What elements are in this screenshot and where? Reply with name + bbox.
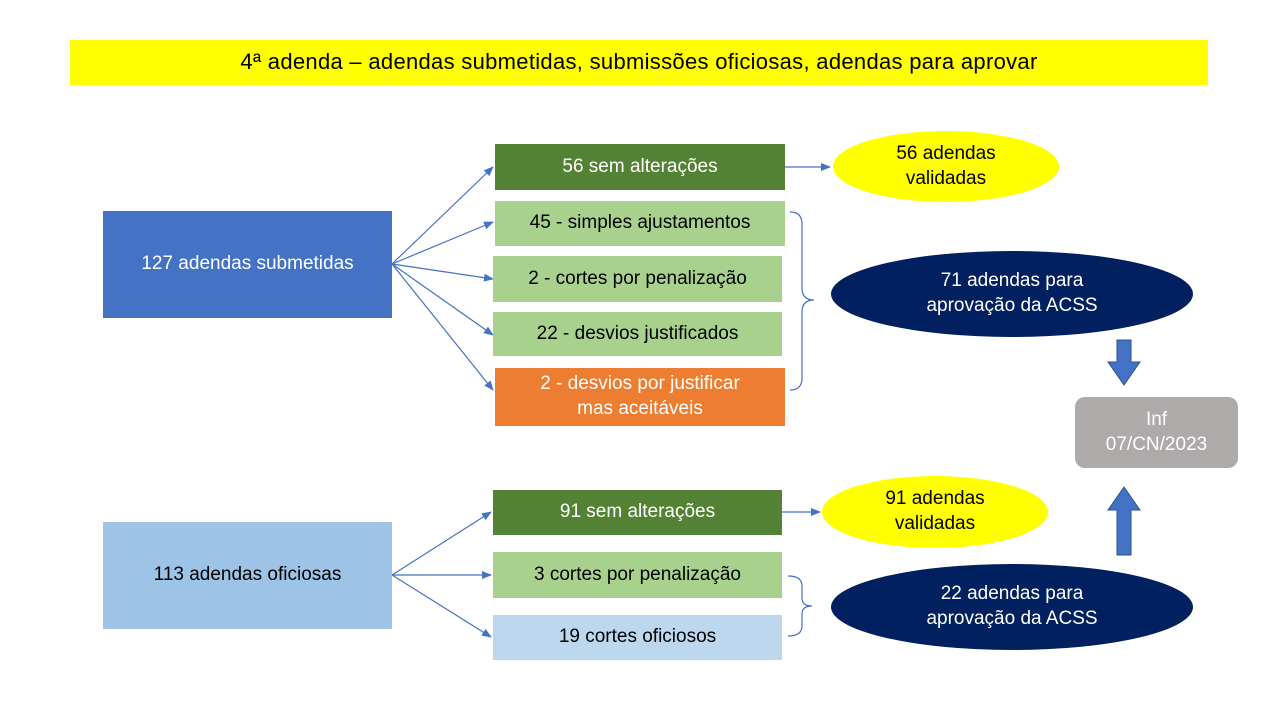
sub-item-label: 2 - desvios por justificar mas aceitávei… bbox=[540, 373, 740, 419]
unof-item-label: 19 cortes oficiosos bbox=[558, 626, 717, 648]
arrow-to-sub-item-2 bbox=[391, 221, 494, 265]
submitted-arrows bbox=[391, 166, 494, 391]
arrow-to-sub-item-3 bbox=[391, 263, 494, 282]
unof-item-label: 3 cortes por penalização bbox=[533, 563, 741, 585]
sub-item-no-changes: 56 sem alterações bbox=[495, 144, 785, 190]
sub-item-justified-deviations: 22 - desvios justificados bbox=[493, 312, 782, 356]
unof-item-no-changes: 91 sem alterações bbox=[493, 490, 782, 535]
inf-report-label: Inf 07/CN/2023 bbox=[1105, 408, 1208, 455]
sub-item-label: 22 - desvios justificados bbox=[536, 322, 739, 344]
page-title-text: 4ª adenda – adendas submetidas, submissõ… bbox=[240, 49, 1038, 75]
validated-ellipse-1: 56 adendas validadas bbox=[833, 131, 1059, 202]
sub-item-unjustified-acceptable: 2 - desvios por justificar mas aceitávei… bbox=[495, 368, 785, 426]
unof-item-label: 91 sem alterações bbox=[559, 501, 716, 523]
arrow-to-unof-item-1 bbox=[391, 511, 492, 576]
sub-item-label: 2 - cortes por penalização bbox=[528, 267, 747, 289]
approval-ellipse-1: 71 adendas para aprovação da ACSS bbox=[831, 251, 1193, 337]
sub-item-label: 45 - simples ajustamentos bbox=[529, 212, 751, 234]
submitted-addenda-label: 127 adendas submetidas bbox=[141, 253, 354, 275]
sub-item-simple-adjustments: 45 - simples ajustamentos bbox=[495, 201, 785, 246]
sub-item-penalty-cuts: 2 - cortes por penalização bbox=[493, 256, 782, 302]
approval-label-1: 71 adendas para aprovação da ACSS bbox=[926, 270, 1098, 316]
sub-item-label: 56 sem alterações bbox=[562, 155, 718, 177]
validated-ellipse-2: 91 adendas validadas bbox=[822, 476, 1048, 548]
brace-submitted bbox=[789, 211, 815, 391]
arrow-to-sub-item-4 bbox=[391, 263, 494, 336]
validated-label-2: 91 adendas validadas bbox=[885, 488, 985, 534]
down-block-arrow bbox=[1107, 339, 1141, 386]
unof-item-penalty-cuts: 3 cortes por penalização bbox=[493, 552, 782, 598]
arrow-to-unof-item-3 bbox=[391, 574, 492, 638]
inf-report-box: Inf 07/CN/2023 bbox=[1075, 397, 1238, 468]
validated-label-1: 56 adendas validadas bbox=[896, 142, 996, 189]
unof-item-unofficial-cuts: 19 cortes oficiosos bbox=[493, 615, 782, 660]
page-title: 4ª adenda – adendas submetidas, submissõ… bbox=[70, 40, 1208, 85]
arrow-to-sub-item-5 bbox=[391, 263, 494, 391]
approval-ellipse-2: 22 adendas para aprovação da ACSS bbox=[831, 564, 1193, 650]
submitted-addenda-box: 127 adendas submetidas bbox=[103, 211, 392, 318]
approval-label-2: 22 adendas para aprovação da ACSS bbox=[926, 583, 1098, 629]
unofficial-arrows bbox=[391, 511, 492, 638]
brace-unofficial bbox=[787, 575, 813, 637]
unofficial-addenda-box: 113 adendas oficiosas bbox=[103, 522, 392, 629]
arrow-to-sub-item-1 bbox=[391, 166, 494, 265]
unofficial-addenda-label: 113 adendas oficiosas bbox=[153, 564, 342, 586]
up-block-arrow bbox=[1107, 486, 1141, 556]
